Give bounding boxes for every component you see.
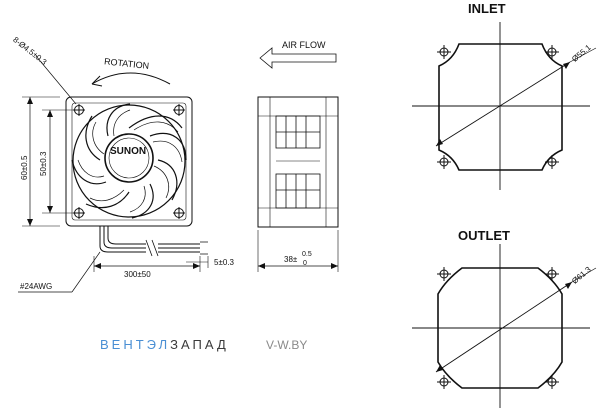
brand-part2: ЗАПАД [170,337,229,352]
hole-leader [35,55,77,105]
outlet-diameter-line [435,281,573,373]
side-view [257,47,339,272]
wire-gauge-leader [71,251,101,293]
dim-inner-label: 50±0.3 [39,151,48,176]
fan-blades [71,103,187,219]
inlet-diameter-label: Ø55.1 [570,43,593,64]
airflow-label: AIR FLOW [282,40,326,50]
mounting-holes [73,104,185,219]
depth-tol-lower: 0 [303,260,307,267]
inlet-diameter-line [435,61,571,147]
side-rotor-lower [275,173,321,209]
dim-outer-label: 60±0.5 [20,155,29,180]
fan-cable [99,226,146,253]
inlet-outline [438,43,563,171]
depth-tol-upper: 0.5 [302,251,312,258]
fan-frame-outline [65,96,193,227]
outlet-title: OUTLET [458,228,510,243]
cable-length-label: 300±50 [124,270,151,279]
inlet-view [412,22,597,190]
outlet-view [412,244,597,408]
outlet-mounting-holes [437,267,559,389]
fan-hub-ring [108,137,150,179]
rotation-arrowhead-icon [91,75,103,87]
outlet-diameter-label: Ø61.3 [570,265,593,286]
wire-gauge-label: #24AWG [20,282,52,291]
brand-part1: ВЕНТЭЛ [100,337,170,352]
outlet-outline [437,267,563,389]
airflow-arrow [259,47,337,69]
brand-watermark: ВЕНТЭЛЗАПАД [100,337,229,352]
hub-logo: SUNON [110,146,146,157]
cable-strip-label: 5±0.3 [214,258,235,267]
front-view [18,55,209,293]
side-frame [257,96,339,228]
inlet-title: INLET [468,1,506,16]
depth-label: 38± [284,255,298,264]
site-watermark: V-W.BY [266,338,307,352]
fan-blades-inner [77,109,183,213]
inlet-mounting-holes [437,45,559,169]
fan-opening [72,104,186,218]
fan-hub [104,133,154,183]
rotation-label: ROTATION [104,56,150,71]
hole-label: 8-Ø4.5±0.3 [11,35,48,67]
side-rotor-upper [275,115,321,149]
rotation-arrow [91,72,171,85]
